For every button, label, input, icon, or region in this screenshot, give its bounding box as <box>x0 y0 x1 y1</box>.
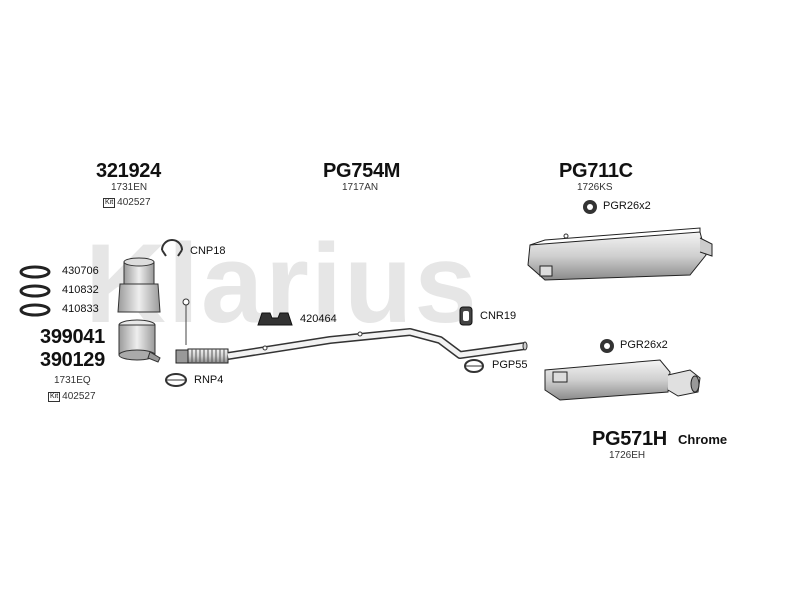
rubber-mount-label: 420464 <box>300 313 337 325</box>
cnr19-label: CNR19 <box>480 310 517 322</box>
pgr26-top-label: PGR26x2 <box>603 200 651 212</box>
catalyst-kit: Kit 402527 <box>103 197 151 208</box>
rubber-mount-420464 <box>257 312 293 326</box>
front-pipe-ref: 1717AN <box>342 182 379 193</box>
pgp55-clamp <box>464 359 484 373</box>
rnp4-label: RNP4 <box>194 374 224 386</box>
pgp55-label: PGP55 <box>492 359 528 371</box>
catalyst-alt-part-number-1: 399041 <box>40 326 105 348</box>
rear-silencer-part-number: PG571H <box>592 428 667 450</box>
pgr26-top <box>583 200 597 214</box>
cnr19-clamp <box>459 306 473 326</box>
front-pipe <box>175 328 528 364</box>
rear-silencer-ref: 1726EH <box>609 450 646 461</box>
gasket-rings <box>19 265 51 317</box>
catalyst-upper <box>117 257 161 313</box>
kit-icon: Kit <box>48 391 61 402</box>
middle-silencer-part-number: PG711C <box>559 160 633 182</box>
catalyst-part-number: 321924 <box>96 160 161 182</box>
kit-icon: Kit <box>103 197 116 208</box>
gasket-430706-label: 430706 <box>62 265 99 277</box>
catalyst-alt-kit-number: 402527 <box>62 391 96 402</box>
catalyst-alt-part-number-2: 390129 <box>40 349 105 371</box>
pgr26-bottom-label: PGR26x2 <box>620 339 668 351</box>
cnp18-label: CNP18 <box>190 245 226 257</box>
catalyst-lower <box>118 319 161 363</box>
catalyst-alt-kit: Kit 402527 <box>48 391 96 402</box>
rear-silencer <box>544 359 701 401</box>
rnp4-clamp <box>165 373 187 387</box>
middle-silencer <box>527 227 713 281</box>
front-pipe-part-number: PG754M <box>323 160 401 182</box>
gasket-410833-label: 410833 <box>62 303 99 315</box>
sensor-stalk <box>182 298 190 345</box>
middle-silencer-ref: 1726KS <box>577 182 613 193</box>
cnp18-clamp <box>161 239 183 257</box>
catalyst-alt-ref: 1731EQ <box>54 375 91 386</box>
rear-silencer-finish: Chrome <box>678 432 728 447</box>
gasket-410832-label: 410832 <box>62 284 99 296</box>
catalyst-ref: 1731EN <box>111 182 148 193</box>
pgr26-bottom <box>600 339 614 353</box>
catalyst-kit-number: 402527 <box>117 197 151 208</box>
